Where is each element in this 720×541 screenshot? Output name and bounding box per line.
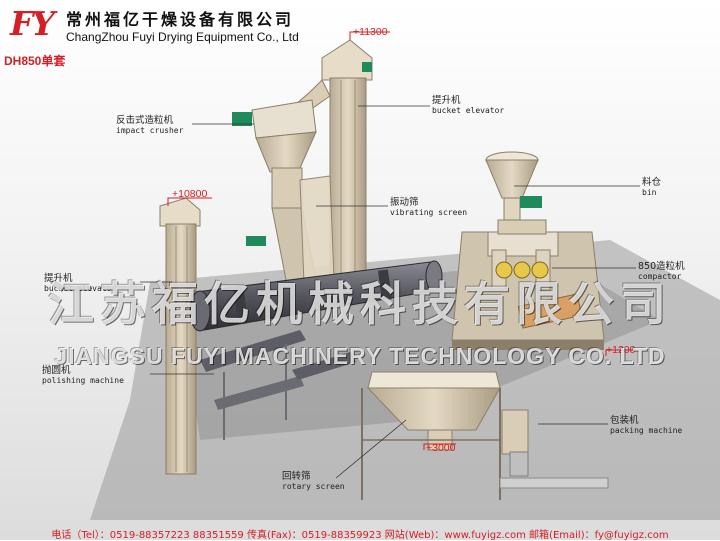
label-vibrating-screen: 振动筛 vibrating screen xyxy=(390,198,467,218)
label-bucket-elevator-top-en: bucket elevator xyxy=(432,106,505,115)
label-bin-cn: 料仓 xyxy=(642,177,662,188)
label-bin: 料仓 bin xyxy=(642,178,661,198)
elevation-markers xyxy=(167,31,634,450)
label-compactor: 850造粒机 compactor xyxy=(638,262,685,282)
label-bucket-elevator-top-cn: 提升机 xyxy=(432,95,461,106)
label-vibrating-screen-cn: 振动筛 xyxy=(390,197,419,208)
elevation-right: +1200 xyxy=(606,344,636,356)
label-polishing-machine: 抛圆机 polishing machine xyxy=(42,366,124,386)
label-bucket-elevator-top: 提升机 bucket elevator xyxy=(432,96,504,116)
label-vibrating-screen-en: vibrating screen xyxy=(390,208,468,217)
impact-crusher-assembly xyxy=(232,99,335,291)
elevation-bottom: +3000 xyxy=(426,442,456,454)
label-packing-machine: 包装机 packing machine xyxy=(610,416,682,436)
label-bucket-elevator-left: 提升机 bucket elevator xyxy=(44,274,116,294)
label-polishing-machine-cn: 抛圆机 xyxy=(42,365,71,376)
conveyors xyxy=(200,330,356,440)
rotary-screen-assembly xyxy=(361,371,501,500)
label-bin-en: bin xyxy=(642,188,657,197)
model-label: DH850单套 xyxy=(4,54,66,68)
packing-machine xyxy=(499,409,609,489)
label-bucket-elevator-left-cn: 提升机 xyxy=(44,273,73,284)
leader-lines xyxy=(140,105,640,479)
elevation-left: +10800 xyxy=(172,188,208,200)
label-rotary-screen-cn: 回转筛 xyxy=(282,471,311,482)
label-bucket-elevator-left-en: bucket elevator xyxy=(44,284,117,293)
label-polishing-machine-en: polishing machine xyxy=(42,376,124,385)
company-name-en: ChangZhou Fuyi Drying Equipment Co., Ltd xyxy=(66,30,299,44)
label-impact-crusher: 反击式造粒机 impact crusher xyxy=(116,116,183,136)
watermark-en: JIANGSU FUYI MACHINERY TECHNOLOGY CO. LT… xyxy=(54,343,666,369)
label-compactor-cn: 850造粒机 xyxy=(638,261,685,272)
contact-footer: 电话（Tel）：0519-88357223 88351559 传真(Fax)：0… xyxy=(51,530,669,541)
company-logo: FY xyxy=(10,4,55,43)
polishing-drum xyxy=(189,260,443,332)
label-compactor-en: compactor xyxy=(638,272,682,281)
label-rotary-screen-en: rotary screen xyxy=(282,482,345,491)
label-packing-machine-en: packing machine xyxy=(610,426,683,435)
watermark-cn: 江苏福亿机械科技有限公司 xyxy=(48,277,672,331)
label-rotary-screen: 回转筛 rotary screen xyxy=(282,472,345,492)
bin-hopper xyxy=(485,151,547,235)
elevation-top: +11300 xyxy=(353,26,388,38)
compactor-platform xyxy=(451,231,605,350)
label-impact-crusher-en: impact crusher xyxy=(116,126,184,135)
company-name-cn: 常州福亿干燥设备有限公司 xyxy=(66,10,295,29)
label-impact-crusher-cn: 反击式造粒机 xyxy=(116,115,174,126)
label-packing-machine-cn: 包装机 xyxy=(610,415,639,426)
bucket-elevator-left xyxy=(159,197,201,475)
